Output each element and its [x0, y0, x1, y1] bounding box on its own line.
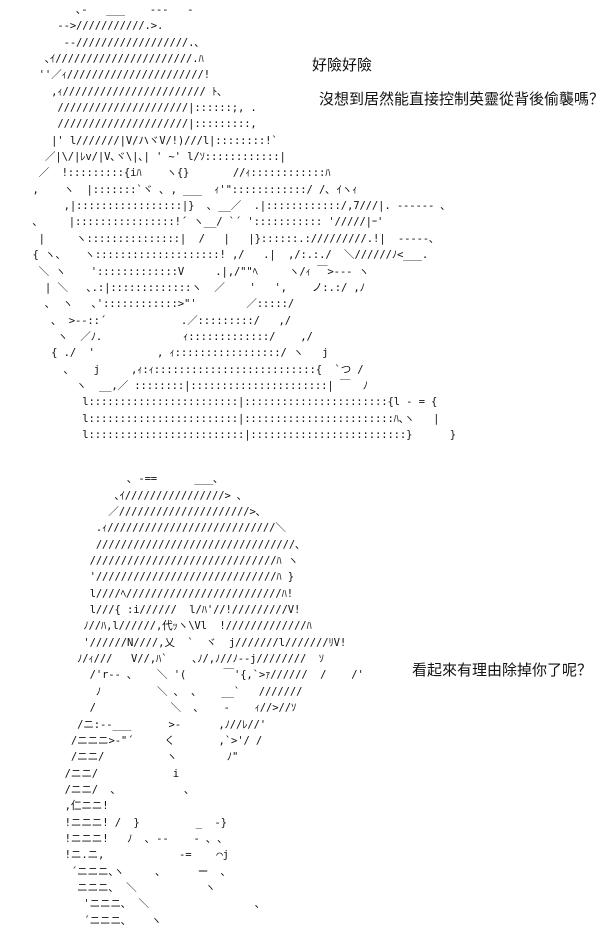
ascii-art-figure-top: ､- ___ --- - -->///////////.>. --///////… [32, 4, 456, 441]
panel-top: ､- ___ --- - -->///////////.>. --///////… [0, 0, 600, 450]
speech-line-2: 沒想到居然能直接控制英靈從背後偷襲嗎？ [319, 90, 600, 108]
speech-line-3: 看起來有理由除掉你了呢？ [412, 661, 593, 679]
speech-line-1: 好險好險 [312, 56, 373, 74]
ascii-art-figure-bottom: ､ -== ___､ ､ｲ////////////////> ､ ／//////… [64, 473, 364, 927]
panel-bottom: ､ -== ___､ ､ｲ////////////////> ､ ／//////… [0, 455, 600, 937]
